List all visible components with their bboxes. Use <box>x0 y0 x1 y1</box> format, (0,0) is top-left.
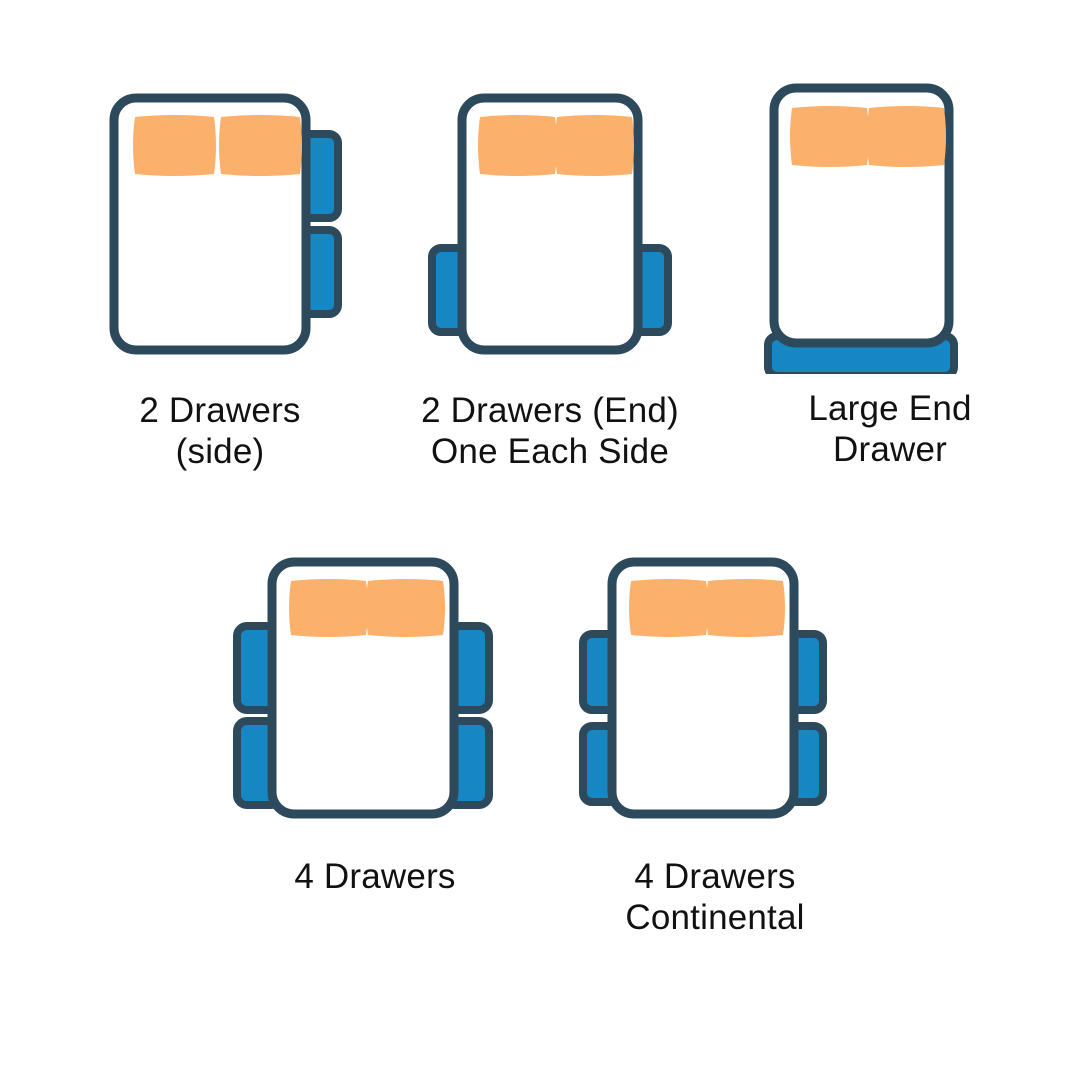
bed-option-label-two-drawers-end: 2 Drawers (End) One Each Side <box>421 391 679 472</box>
pillow-group <box>133 115 302 176</box>
pillow-left-icon <box>133 115 216 176</box>
pillow-left-icon <box>790 106 869 167</box>
bed-diagram-large-end-drawer <box>764 83 958 374</box>
bed-option-label-two-drawers-side: 2 Drawers (side) <box>139 391 301 472</box>
pillow-right-icon <box>366 579 445 637</box>
pillow-group <box>478 115 634 176</box>
pillow-left-icon <box>289 579 368 637</box>
bed-option-label-four-drawers: 4 Drawers <box>294 857 456 896</box>
bed-option-large-end-drawer[interactable]: Large End Drawer <box>730 72 1050 471</box>
bed-diagram-four-drawers <box>233 557 493 819</box>
bed-option-two-drawers-side[interactable]: 2 Drawers (side) <box>60 84 380 473</box>
pillow-right-icon <box>219 115 302 176</box>
pillow-group <box>289 579 445 637</box>
pillow-group <box>790 106 946 167</box>
pillow-group <box>629 579 785 637</box>
pillow-left-icon <box>629 579 708 637</box>
pillow-right-icon <box>555 115 634 176</box>
pillow-right-icon <box>706 579 785 637</box>
bed-option-two-drawers-end[interactable]: 2 Drawers (End) One Each Side <box>390 84 710 473</box>
bed-diagram-two-drawers-end <box>428 93 672 355</box>
bed-option-label-four-drawers-continental: 4 Drawers Continental <box>625 857 805 938</box>
bed-diagram-four-drawers-continental <box>579 557 827 819</box>
pillow-right-icon <box>867 106 946 167</box>
bed-option-four-drawers-continental[interactable]: 4 Drawers Continental <box>555 548 875 939</box>
bed-option-label-large-end-drawer: Large End Drawer <box>808 389 972 470</box>
pillow-left-icon <box>478 115 557 176</box>
bed-diagram-two-drawers-side <box>109 93 342 355</box>
bed-option-four-drawers[interactable]: 4 Drawers <box>215 548 535 897</box>
